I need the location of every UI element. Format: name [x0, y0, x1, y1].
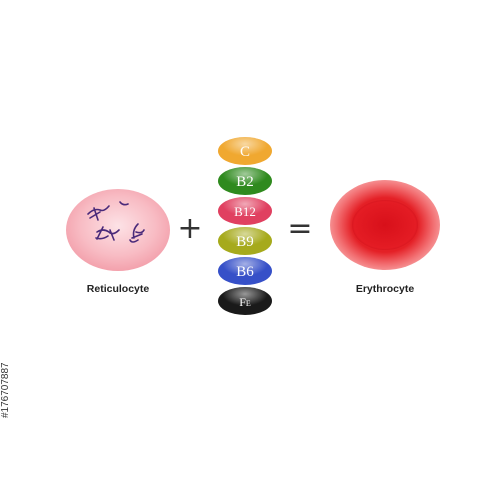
vitamin-label: Fe: [239, 295, 251, 309]
vitamin-label: B2: [236, 174, 254, 190]
erythrocyte-center: [352, 200, 418, 250]
vitamin-label: B12: [234, 204, 256, 219]
vitamin-b2: B2: [218, 167, 272, 195]
vitamin-shine: [218, 287, 272, 315]
vitamin-label: C: [240, 144, 250, 160]
reticulocyte-marks: [87, 201, 145, 243]
vitamin-fe: Fe: [218, 287, 272, 315]
vitamin-shine: [218, 137, 272, 165]
vitamin-shine: [218, 167, 272, 195]
reticulocyte-cell: [66, 189, 170, 271]
vitamin-shine: [218, 197, 272, 225]
vitamin-shine: [218, 257, 272, 285]
equals-sign: =: [287, 211, 312, 246]
reticulocyte-label: Reticulocyte: [87, 283, 150, 295]
vitamin-b12: B12: [218, 197, 272, 225]
vitamin-b6: B6: [218, 257, 272, 285]
erythrocyte-cell: [330, 180, 440, 270]
erythrocyte-label: Erythrocyte: [356, 283, 415, 295]
watermark-id: #176707887: [0, 362, 11, 418]
vitamin-label: B9: [236, 234, 254, 250]
vitamin-shine: [218, 227, 272, 255]
vitamin-label: B6: [236, 264, 254, 280]
vitamin-c: C: [218, 137, 272, 165]
plus-sign: +: [177, 211, 202, 246]
vitamin-b9: B9: [218, 227, 272, 255]
